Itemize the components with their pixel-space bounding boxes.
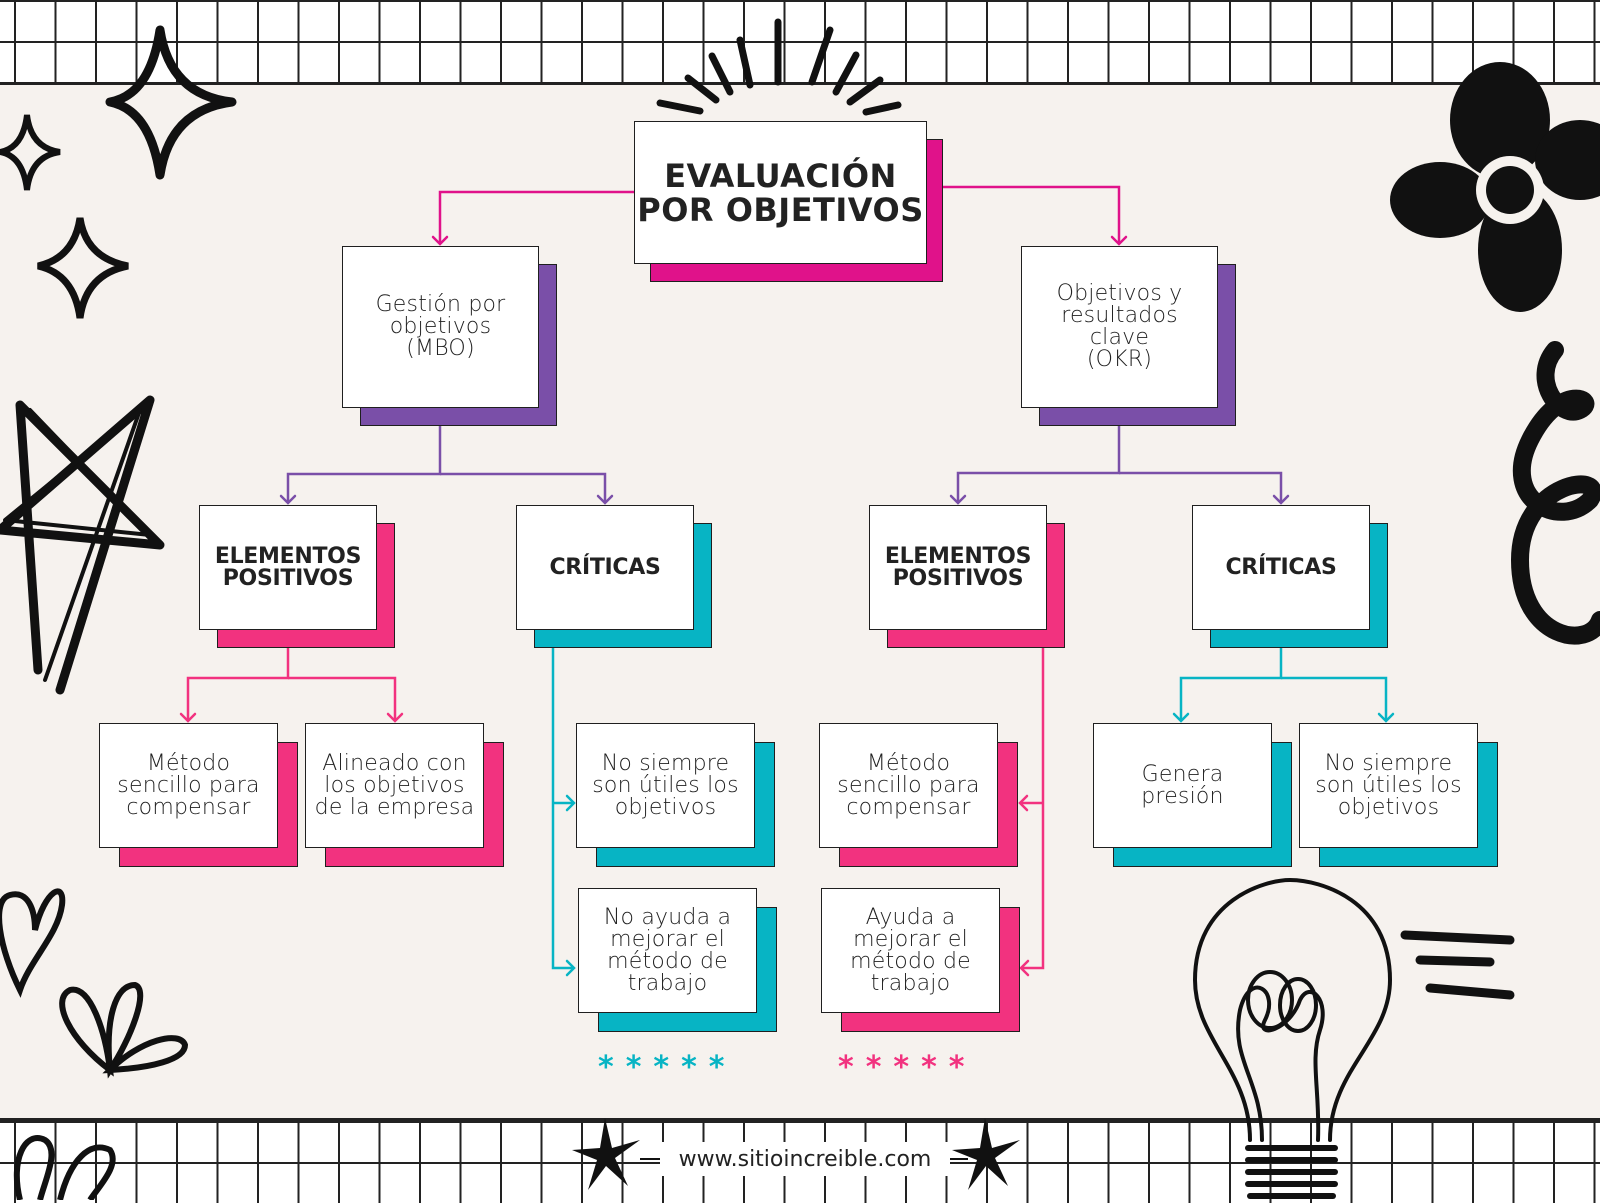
node-root: EVALUACIÓN POR OBJETIVOS (634, 121, 927, 264)
arrowhead (596, 494, 614, 505)
arrowhead (179, 712, 197, 723)
node-label: Método sencillo para compensar (837, 750, 980, 820)
node-mbo-crit-2: No ayuda a mejorar el método de trabajo (578, 888, 757, 1013)
node-label: CRÍTICAS (549, 554, 661, 580)
node-label: CRÍTICAS (1225, 554, 1337, 580)
node-mbo-crit-1: No siempre son útiles los objetivos (576, 723, 755, 848)
sparkle-icon (37, 217, 129, 319)
sparkle-icon (105, 25, 237, 180)
node-okr-crit-2: No siempre son útiles los objetivos (1299, 723, 1478, 848)
node-label: Método sencillo para compensar (117, 750, 260, 820)
node-label: ELEMENTOS POSITIVOS (214, 543, 362, 591)
connector-okr-crit-1 (1179, 648, 1283, 721)
node-okr-pos-1: Método sencillo para compensar (819, 723, 998, 848)
light-bulb-icon (1192, 877, 1393, 1199)
connector-mbo-positivos (286, 426, 442, 503)
node-mbo-pos-2: Alineado con los objetivos de la empresa (305, 723, 484, 848)
node-label: Gestión por objetivos (MBO) (375, 292, 506, 361)
flower-icon (1390, 62, 1600, 312)
grid-border-top (0, 0, 1600, 85)
connector-root-mbo (438, 190, 634, 244)
arrowhead (1377, 712, 1395, 723)
node-mbo: Gestión por objetivos (MBO) (342, 246, 539, 408)
node-label: No siempre son útiles los objetivos (592, 750, 739, 820)
connector-okr-crit-2 (1281, 676, 1388, 721)
arrowhead (1019, 959, 1030, 977)
node-label: No siempre son útiles los objetivos (1315, 750, 1462, 820)
footer-url[interactable]: www.sitioincreible.com (660, 1142, 950, 1176)
node-okr-pos-2: Ayuda a mejorar el método de trabajo (821, 888, 1000, 1013)
arrowhead (1172, 712, 1190, 723)
node-mbo-pos-1: Método sencillo para compensar (99, 723, 278, 848)
node-mbo-criticas: CRÍTICAS (516, 505, 694, 630)
node-label: ELEMENTOS POSITIVOS (884, 543, 1032, 591)
speed-lines-icon (1400, 930, 1515, 1000)
connector-mbo-criticas (440, 472, 607, 503)
arrowhead (1272, 494, 1290, 505)
node-okr: Objetivos y resultados clave (OKR) (1021, 246, 1218, 408)
connector-mbo-crit-2 (551, 648, 574, 970)
node-mbo-positivos: ELEMENTOS POSITIVOS (199, 505, 377, 630)
connector-okr-positivos (956, 426, 1121, 503)
connector-mbo-pos-1 (186, 648, 290, 721)
node-okr-positivos: ELEMENTOS POSITIVOS (869, 505, 1047, 630)
heart-icon (0, 888, 66, 998)
connector-mbo-pos-2 (288, 676, 397, 721)
connector-root-okr (927, 185, 1121, 244)
node-okr-crit-1: Genera presión (1093, 723, 1272, 848)
arrowhead (949, 494, 967, 505)
node-label: No ayuda a mejorar el método de trabajo (603, 904, 732, 996)
node-label: Genera presión (1141, 761, 1224, 809)
arrowhead (565, 794, 576, 812)
connector-okr-pos-2 (1021, 648, 1045, 970)
connector-okr-criticas (1119, 471, 1283, 503)
spark-left-icon (572, 1118, 640, 1190)
stars-right-decoration: ***** (838, 1050, 977, 1085)
arrowhead (431, 235, 449, 246)
arrowhead (565, 959, 576, 977)
burst-lines-icon (656, 18, 902, 116)
stars-left-decoration: ***** (598, 1050, 737, 1085)
arrowhead (279, 494, 297, 505)
leaf-sprout-icon (59, 981, 189, 1079)
node-label: EVALUACIÓN POR OBJETIVOS (637, 156, 924, 229)
scribble-star-icon (0, 395, 165, 695)
arrowhead (386, 712, 404, 723)
arrowhead (1018, 794, 1029, 812)
arrowhead (1110, 235, 1128, 246)
sparkle-small-icon (0, 114, 61, 191)
scribble-loops-icon (1510, 341, 1600, 645)
node-label: Ayuda a mejorar el método de trabajo (850, 904, 971, 996)
leaf-corner-icon (13, 1135, 116, 1200)
node-okr-criticas: CRÍTICAS (1192, 505, 1370, 630)
node-label: Objetivos y resultados clave (OKR) (1056, 281, 1183, 372)
spark-right-icon (952, 1118, 1020, 1190)
node-label: Alineado con los objetivos de la empresa (314, 750, 475, 820)
